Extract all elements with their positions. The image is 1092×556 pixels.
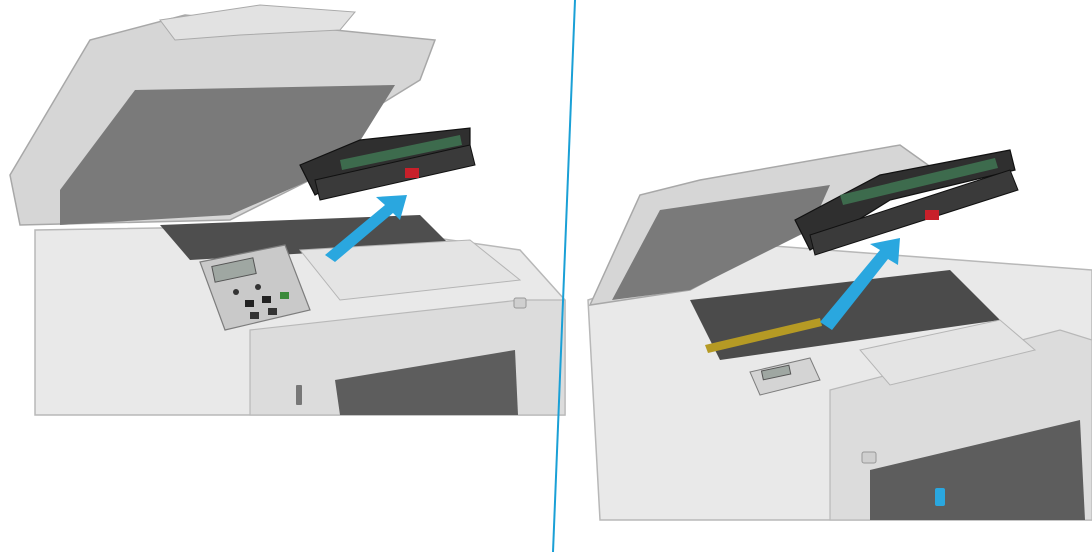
panel-divider	[552, 0, 576, 553]
left-imaging-drum	[299, 127, 476, 201]
left-release-tab	[405, 168, 419, 178]
right-transfer-strip	[705, 318, 822, 353]
right-printer-illustration	[587, 144, 1092, 521]
right-output-tray	[859, 319, 1037, 386]
left-printer-illustration	[9, 4, 566, 416]
right-output-opening	[870, 420, 1085, 520]
left-control-panel	[199, 244, 311, 331]
right-removal-arrow-icon	[820, 238, 900, 330]
left-output-tray	[299, 239, 522, 301]
left-output-opening	[335, 350, 518, 415]
right-blue-handle	[935, 488, 945, 506]
right-control-panel	[749, 357, 821, 396]
left-usb-slot	[296, 385, 302, 405]
left-removal-arrow-icon	[325, 195, 407, 262]
left-lid-underside	[60, 85, 395, 225]
left-power-button	[513, 297, 527, 309]
right-imaging-drum	[794, 149, 1019, 256]
left-document-feeder	[159, 4, 357, 41]
right-cover-underside	[612, 185, 830, 300]
right-power-button	[861, 451, 877, 464]
right-release-tab	[925, 210, 939, 220]
